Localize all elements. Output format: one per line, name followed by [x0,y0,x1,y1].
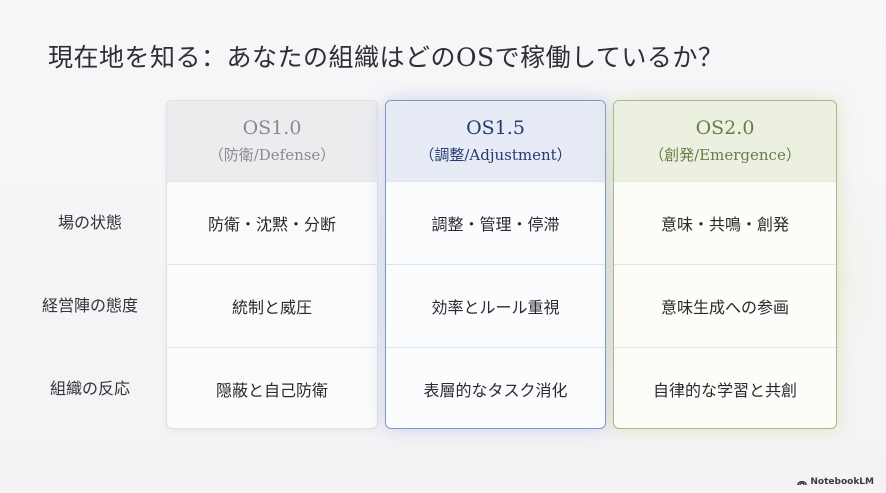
notebooklm-logo-icon [797,480,808,486]
column-subtitle: （創発/Emergence） [649,146,801,164]
column-header: OS1.0 （防衛/Defense） [167,101,377,181]
column-header: OS2.0 （創発/Emergence） [614,101,836,181]
table-cell: 意味・共鳴・創発 [614,181,836,264]
row-label-organization-reaction: 組織の反応 [49,379,130,398]
column-os1: OS1.0 （防衛/Defense） 防衛・沈黙・分断 統制と威圧 隠蔽と自己防… [166,100,378,429]
column-os2: OS2.0 （創発/Emergence） 意味・共鳴・創発 意味生成への参画 自… [613,100,837,429]
row-label-field-state: 場の状態 [57,213,122,232]
table-cell: 調整・管理・停滞 [386,181,605,264]
slide-title: 現在地を知る：あなたの組織はどのOSで稼働しているか？ [48,43,724,72]
table-cell: 統制と威圧 [167,264,377,347]
table-cell: 表層的なタスク消化 [386,347,605,428]
column-subtitle: （防衛/Defense） [208,146,336,164]
table-cell: 隠蔽と自己防衛 [167,347,377,428]
table-cell: 防衛・沈黙・分断 [167,181,377,264]
column-name: OS1.0 [242,117,302,139]
row-label-management-attitude: 経営陣の態度 [41,296,138,315]
column-name: OS2.0 [695,117,755,139]
column-os15: OS1.5 （調整/Adjustment） 調整・管理・停滞 効率とルール重視 … [385,100,606,429]
watermark-text: NotebookLM [810,477,874,487]
table-cell: 効率とルール重視 [386,264,605,347]
column-header: OS1.5 （調整/Adjustment） [386,101,605,181]
notebooklm-watermark: NotebookLM [797,477,874,487]
table-cell: 自律的な学習と共創 [614,347,836,428]
table-cell: 意味生成への参画 [614,264,836,347]
column-name: OS1.5 [466,117,525,139]
column-subtitle: （調整/Adjustment） [419,146,572,164]
